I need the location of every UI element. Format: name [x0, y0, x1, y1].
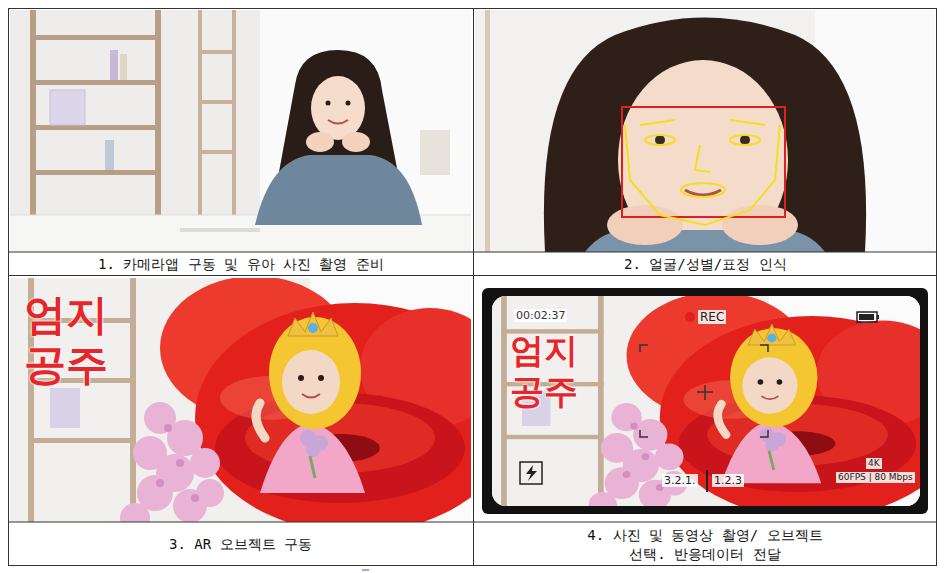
- countdown-text: 1.2.3: [712, 474, 744, 487]
- figure-panel: 1. 카메라앱 구동 및 유아 사진 촬영 준비: [8, 8, 474, 276]
- figure-panel: 2. 얼굴/성별/표정 인식: [473, 8, 937, 276]
- title-overlay: 엄지 공주: [24, 290, 134, 391]
- resolution-text: 4K: [866, 458, 882, 469]
- panel-caption: 2. 얼굴/성별/표정 인식: [624, 255, 787, 274]
- title-overlay: 엄지 공주: [510, 330, 600, 412]
- panel-caption: 1. 카메라앱 구동 및 유아 사진 촬영 준비: [98, 255, 384, 274]
- rec-label: REC: [698, 310, 726, 324]
- timer-text: 00:02:37: [514, 309, 567, 322]
- framerate-text: 60FPS | 80 Mbps: [836, 472, 915, 483]
- panel-caption: 3. AR 오브젝트 구동: [169, 535, 312, 554]
- panel-caption: 4. 사진 및 동영상 촬영/ 오브젝트 선택. 반응데이터 전달: [585, 526, 825, 564]
- countdown-text: 3.2.1.: [662, 474, 698, 487]
